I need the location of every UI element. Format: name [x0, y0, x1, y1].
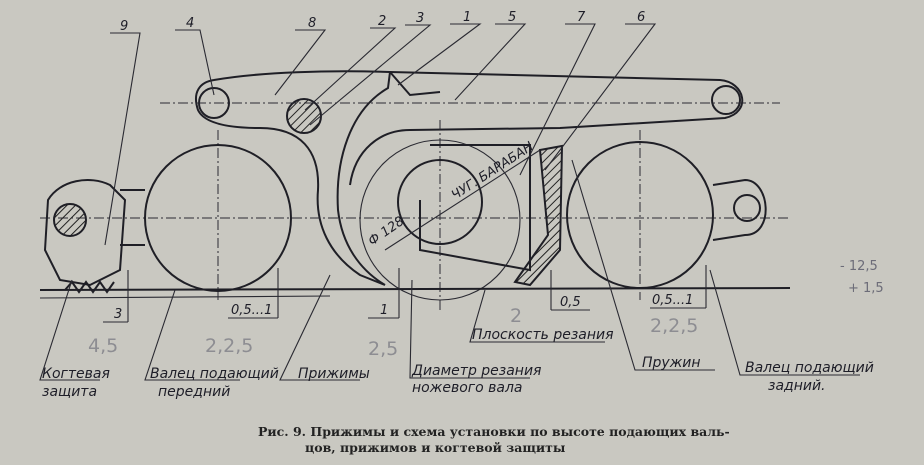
svg-text:Когтевая: Когтевая: [42, 366, 110, 382]
svg-text:- 12,5: - 12,5: [840, 259, 878, 274]
spring-stop: [389, 71, 441, 97]
svg-text:задний.: задний.: [768, 378, 826, 394]
svg-text:ЧУГ. БАРАБАН: ЧУГ. БАРАБАН: [449, 139, 537, 203]
front-feed-roller: [144, 144, 292, 292]
cutting-circle: [359, 139, 521, 301]
svg-text:Валец подающий: Валец подающий: [150, 366, 279, 382]
svg-text:4,5: 4,5: [88, 335, 118, 357]
front-roller-bracket: [120, 189, 145, 246]
svg-text:Пружин: Пружин: [642, 355, 701, 371]
rear-roller-bracket: [712, 178, 767, 241]
svg-text:Диаметр резания: Диаметр резания: [411, 363, 541, 379]
svg-text:1: 1: [463, 10, 471, 25]
svg-text:3: 3: [114, 307, 122, 322]
pivot-rear-arm: [711, 85, 741, 115]
pencil-notes: 4,5 2,2,5 2,5 2 2,2,5 - 12,5 + 1,5: [88, 259, 884, 360]
svg-text:2,5: 2,5: [368, 338, 398, 360]
knife-blade: [513, 144, 564, 287]
svg-text:2,2,5: 2,2,5: [650, 315, 698, 337]
svg-text:5: 5: [508, 10, 516, 25]
knife-shaft: [397, 159, 483, 245]
svg-text:Плоскость резания: Плоскость резания: [472, 327, 614, 343]
cutting-diameter-dim: Ф 128: [366, 214, 407, 249]
claw-axle: [53, 203, 87, 237]
svg-text:Прижимы: Прижимы: [298, 366, 370, 382]
svg-text:4: 4: [186, 16, 194, 31]
svg-text:Валец подающий: Валец подающий: [745, 360, 874, 376]
labels: Когтевая защита Валец подающий передний …: [42, 327, 874, 400]
front-presser-arm: [195, 70, 392, 286]
svg-text:9: 9: [120, 19, 128, 34]
svg-text:7: 7: [577, 10, 586, 25]
svg-text:ножевого вала: ножевого вала: [412, 380, 523, 396]
svg-text:6: 6: [637, 10, 645, 25]
svg-text:защита: защита: [42, 384, 97, 400]
svg-text:2: 2: [378, 14, 386, 29]
figure-caption-line1: Рис. 9. Прижимы и схема установки по выс…: [258, 424, 730, 439]
svg-text:0,5...1: 0,5...1: [231, 303, 272, 318]
table-line: [39, 287, 791, 291]
figure-caption-line2: цов, прижимов и когтевой защиты: [305, 440, 566, 455]
svg-text:2,2,5: 2,2,5: [205, 335, 253, 357]
axle-2: [286, 98, 322, 134]
svg-text:1: 1: [380, 303, 388, 318]
svg-text:8: 8: [308, 16, 316, 31]
part-leaders: [104, 23, 657, 246]
svg-text:2: 2: [510, 305, 522, 327]
part-numbers: 9 4 8 2 3 1 5 7 6: [120, 10, 645, 34]
svg-text:3: 3: [416, 11, 424, 26]
svg-text:передний: передний: [158, 384, 230, 400]
label-leaders: [39, 159, 860, 381]
svg-text:0,5...1: 0,5...1: [652, 293, 693, 308]
rear-presser-arm: [349, 71, 744, 186]
svg-text:0,5: 0,5: [560, 295, 581, 310]
dimension-marks: 3 0,5...1 1 0,5 0,5...1: [103, 265, 707, 323]
svg-text:+ 1,5: + 1,5: [848, 281, 884, 296]
